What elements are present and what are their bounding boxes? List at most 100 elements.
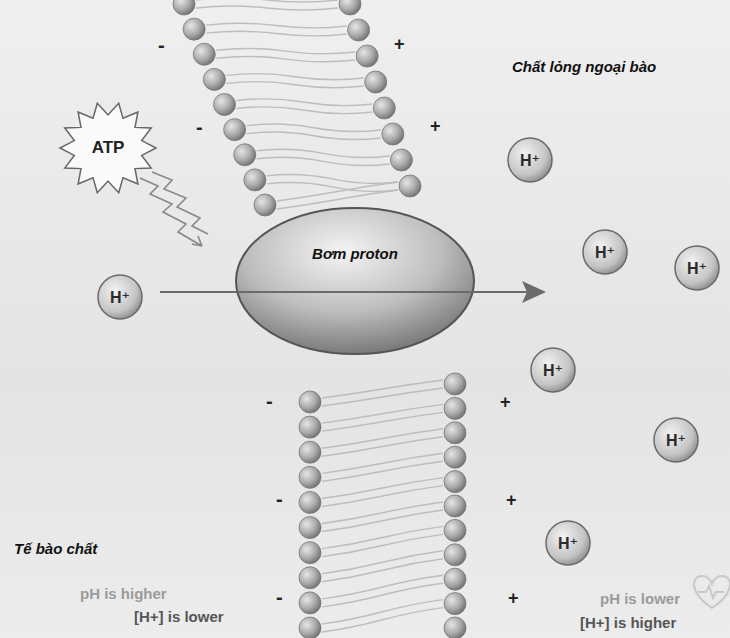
energy-zigzag <box>140 172 208 246</box>
proton-ion: H⁺ <box>652 416 700 464</box>
lipid-head <box>339 0 361 15</box>
lipid-tail <box>322 583 443 607</box>
charge-sign: + <box>506 490 517 511</box>
lipid-tail <box>322 437 443 456</box>
lipid-tail <box>257 149 390 157</box>
lipid-tail <box>247 124 381 132</box>
lipid-head <box>299 592 321 614</box>
lipid-tail <box>277 182 398 201</box>
lipid-tail <box>237 107 373 114</box>
proton-ion: H⁺ <box>544 519 592 567</box>
lipid-head <box>444 568 466 590</box>
proton-ion: H⁺ <box>673 244 721 292</box>
lipid-head <box>399 175 421 197</box>
lipid-tail <box>196 6 338 10</box>
lipid-head <box>444 471 466 493</box>
lipid-tail <box>257 157 390 165</box>
lipid-head <box>299 491 321 513</box>
charge-sign: - <box>276 586 283 609</box>
charge-sign: + <box>500 392 511 413</box>
proton-pump-shape <box>233 205 477 357</box>
proton-ion: H⁺ <box>529 346 577 394</box>
atp-burst: ATP <box>58 100 158 196</box>
lipid-head <box>299 517 321 539</box>
lipid-tail <box>322 510 443 532</box>
lipid-tail <box>322 608 443 632</box>
lipid-tail <box>247 132 381 140</box>
lipid-head <box>173 0 195 15</box>
lipid-head <box>244 169 266 191</box>
atp-burst-label: ATP <box>92 138 125 158</box>
lipid-tail <box>226 74 363 80</box>
lipid-tail <box>226 82 363 88</box>
proton-ion: H⁺ <box>581 228 629 276</box>
lipid-head <box>183 18 205 40</box>
heart-watermark <box>694 576 730 608</box>
lipid-tail <box>206 31 346 36</box>
lipid-tail <box>322 429 443 448</box>
lipid-tail <box>206 23 346 28</box>
lipid-head <box>444 397 466 419</box>
lipid-head <box>444 495 466 517</box>
proton-ion: H⁺ <box>96 273 144 321</box>
proton-ion: H⁺ <box>506 136 554 184</box>
lipid-head <box>299 416 321 438</box>
lipid-head <box>390 149 412 171</box>
lipid-head <box>193 43 215 65</box>
proton-ion-label: H⁺ <box>595 243 615 262</box>
lipid-head <box>299 391 321 413</box>
lipid-head <box>254 194 276 216</box>
lipid-tail <box>196 0 338 2</box>
lipid-head <box>348 19 370 41</box>
lipid-head <box>214 94 236 116</box>
region-label: Chất lỏng ngoại bào <box>512 58 656 75</box>
proton-ion-label: H⁺ <box>110 288 130 307</box>
charge-sign: - <box>196 116 203 139</box>
lipid-head <box>234 144 256 166</box>
charge-sign: + <box>508 588 519 609</box>
proton-ion-label: H⁺ <box>543 361 563 380</box>
proton-ion-label: H⁺ <box>520 151 540 170</box>
concentration-note: [H+] is higher <box>580 614 676 631</box>
lipid-tail <box>277 190 398 209</box>
lipid-tail <box>216 56 355 61</box>
lipid-tail <box>322 380 443 398</box>
charge-sign: + <box>394 34 405 55</box>
lipid-head <box>203 68 225 90</box>
lipid-head <box>365 71 387 93</box>
lipid-tail <box>322 404 443 423</box>
lipid-head <box>299 466 321 488</box>
concentration-note: [H+] is lower <box>134 608 224 625</box>
charge-sign: + <box>430 116 441 137</box>
proton-pump: Bơm proton <box>233 205 477 357</box>
lipid-tail <box>216 48 355 53</box>
lipid-tail <box>322 461 443 481</box>
proton-ion-label: H⁺ <box>558 534 578 553</box>
lipid-head <box>382 123 404 145</box>
proton-pump-label: Bơm proton <box>312 245 398 262</box>
lipid-head <box>444 593 466 615</box>
lipid-head <box>299 542 321 564</box>
lipid-head <box>299 617 321 638</box>
ph-note: pH is lower <box>600 590 680 607</box>
charge-sign: - <box>266 390 273 413</box>
lipid-head <box>356 45 378 67</box>
lipid-tail <box>322 486 443 507</box>
lipid-head <box>299 567 321 589</box>
lipid-tail <box>267 182 398 191</box>
lipid-head <box>444 519 466 541</box>
charge-sign: - <box>276 488 283 511</box>
proton-ion-label: H⁺ <box>666 431 686 450</box>
lipid-tail <box>322 412 443 431</box>
lipid-head <box>444 544 466 566</box>
lipid-head <box>444 446 466 468</box>
proton-ion-label: H⁺ <box>687 259 707 278</box>
charge-sign: - <box>158 34 165 57</box>
lipid-head <box>444 617 466 638</box>
region-label: Tế bào chất <box>14 540 97 557</box>
ph-note: pH is higher <box>80 585 167 602</box>
lipid-tail <box>237 99 373 106</box>
lipid-head <box>444 422 466 444</box>
lipid-head <box>373 97 395 119</box>
lipid-head <box>444 373 466 395</box>
